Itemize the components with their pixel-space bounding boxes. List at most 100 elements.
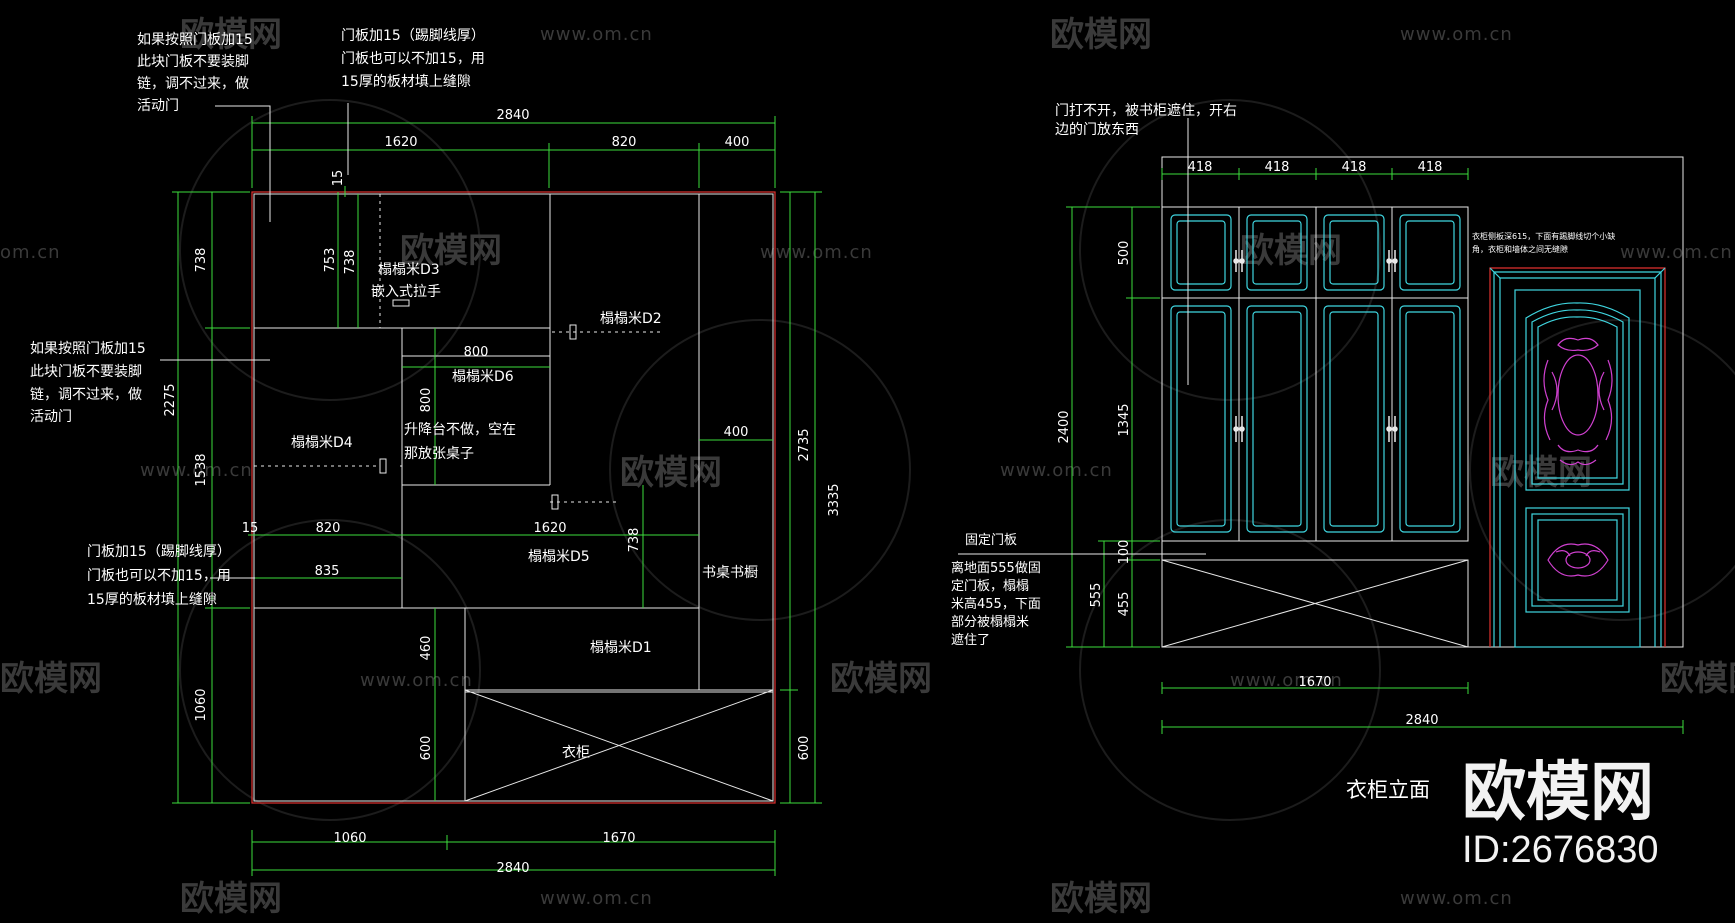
note-side-line-1: 衣柜侧板深615，下面有踢脚线切个小缺 <box>1472 231 1615 241</box>
dim-418-2: 418 <box>1265 160 1290 175</box>
watermark-brand: 欧模网 <box>1050 879 1152 919</box>
note-fixed-line-2: 定门板，榻榻 <box>951 579 1029 594</box>
dimension-lines <box>172 116 822 876</box>
note-1-line-3: 链，调不过来，做 <box>137 76 249 92</box>
dim-bottom-total: 2840 <box>496 861 529 876</box>
watermark-layer: 欧模网 www.om.cn 欧模网 www.om.cn om.cn 欧模网 ww… <box>0 15 1735 919</box>
watermark-url: www.om.cn <box>1000 460 1113 481</box>
dimension-lines-right <box>1066 168 1684 734</box>
brand-name: 欧模网 <box>1462 756 1654 828</box>
dim-455: 455 <box>1117 592 1132 617</box>
label-d6: 榻榻米D6 <box>452 369 514 385</box>
note-side-line-2: 角，衣柜和墙体之间无缝隙 <box>1472 244 1568 254</box>
upper-doors <box>1161 206 1469 542</box>
note-1-line-4: 活动门 <box>137 98 179 114</box>
dim-1670: 1670 <box>1298 675 1331 690</box>
note-fixed-line-1: 离地面555做固 <box>951 560 1041 576</box>
note-top-line-2: 边的门放东西 <box>1055 122 1139 138</box>
note-4-line-2: 门板也可以不加15，用 <box>87 568 231 584</box>
label-wardrobe: 衣柜 <box>562 745 590 761</box>
dim-418-4: 418 <box>1418 160 1443 175</box>
note-fixed-line-3: 米高455，下面 <box>951 596 1041 612</box>
dim-right-2735: 2735 <box>797 428 812 461</box>
watermark-brand: 欧模网 <box>1660 659 1735 699</box>
watermark-brand: 欧模网 <box>1490 453 1592 493</box>
label-lift-1: 升降台不做，空在 <box>404 422 516 438</box>
note-1-line-1: 如果按照门板加15 <box>137 32 253 48</box>
dim-left-738: 738 <box>194 248 209 273</box>
note-3-line-1: 如果按照门板加15 <box>30 341 146 357</box>
brand-id: ID:2676830 <box>1462 829 1659 871</box>
watermark-url: www.om.cn <box>1400 888 1513 909</box>
watermark-url: www.om.cn <box>540 24 653 45</box>
dim-800h: 800 <box>464 345 489 360</box>
dim-right-3335: 3335 <box>827 483 842 516</box>
label-pull: 嵌入式拉手 <box>371 284 441 300</box>
dim-835: 835 <box>315 564 340 579</box>
note-1-line-2: 此块门板不要装脚 <box>137 54 249 70</box>
dim-right-600: 600 <box>797 736 812 761</box>
cabinet-lines <box>253 193 774 802</box>
note-3-line-2: 此块门板不要装脚 <box>30 364 142 380</box>
watermark-brand: 欧模网 <box>180 15 282 55</box>
leader-lines-right <box>958 118 1206 555</box>
dim-left-2275: 2275 <box>163 383 178 416</box>
note-fixed-title: 固定门板 <box>965 533 1017 548</box>
watermark-brand: 欧模网 <box>0 659 102 699</box>
dim-2840: 2840 <box>1405 713 1438 728</box>
note-4-line-1: 门板加15（踢脚线厚） <box>87 544 231 560</box>
watermark-brand: 欧模网 <box>1050 15 1152 55</box>
elevation-caption: 衣柜立面 <box>1346 778 1430 802</box>
right-elevation: 418 418 418 418 500 2400 1345 100 555 45… <box>951 102 1684 802</box>
label-d3: 榻榻米D3 <box>378 262 440 278</box>
fixed-panel <box>1161 559 1469 648</box>
dim-400: 400 <box>724 425 749 440</box>
dim-753: 753 <box>323 248 338 273</box>
dim-100: 100 <box>1117 540 1132 565</box>
watermark-brand: 欧模网 <box>830 659 932 699</box>
label-d1: 榻榻米D1 <box>590 640 652 656</box>
dim-top-a: 1620 <box>384 135 417 150</box>
dim-500: 500 <box>1117 241 1132 266</box>
dim-top-b: 820 <box>612 135 637 150</box>
watermark-brand: 欧模网 <box>180 879 282 919</box>
dim-2400: 2400 <box>1057 410 1072 443</box>
dim-1345: 1345 <box>1117 403 1132 436</box>
dim-800v: 800 <box>419 388 434 413</box>
note-fixed-line-4: 部分被榻榻米 <box>951 615 1029 630</box>
annotation-notes: 如果按照门板加15 此块门板不要装脚 链，调不过来，做 活动门 门板加15（踢脚… <box>30 28 485 608</box>
watermark-url: www.om.cn <box>360 670 473 691</box>
brand-block: 欧模网 ID:2676830 <box>1462 756 1659 871</box>
outer-outline <box>251 191 776 804</box>
door-carving <box>1543 337 1613 577</box>
note-top-line-1: 门打不开，被书柜遮住，开右 <box>1055 102 1237 119</box>
dim-600: 600 <box>419 736 434 761</box>
annotation-notes-right: 门打不开，被书柜遮住，开右 边的门放东西 固定门板 离地面555做固 定门板，榻… <box>951 102 1615 648</box>
watermark-brand: 欧模网 <box>400 231 502 271</box>
label-d4: 榻榻米D4 <box>291 435 353 451</box>
label-lift-2: 那放张桌子 <box>404 446 474 462</box>
note-3-line-4: 活动门 <box>30 409 72 425</box>
label-desk: 书桌书橱 <box>702 565 758 581</box>
watermark-url: om.cn <box>0 242 61 263</box>
dim-15-top: 15 <box>331 170 346 187</box>
dim-418-1: 418 <box>1188 160 1213 175</box>
watermark-url: www.om.cn <box>1620 242 1733 263</box>
watermark-brand: 欧模网 <box>620 453 722 493</box>
dimension-text-right: 418 418 418 418 500 2400 1345 100 555 45… <box>1057 160 1442 728</box>
watermark-url: www.om.cn <box>1400 24 1513 45</box>
dim-418-3: 418 <box>1342 160 1367 175</box>
note-4-line-3: 15厚的板材填上缝隙 <box>87 592 217 608</box>
note-2-line-2: 门板也可以不加15，用 <box>341 51 485 67</box>
watermark-url: www.om.cn <box>1230 670 1343 691</box>
compartment-labels: 榻榻米D3 嵌入式拉手 榻榻米D2 榻榻米D6 升降台不做，空在 那放张桌子 榻… <box>291 262 758 761</box>
note-3-line-3: 链，调不过来，做 <box>30 387 142 403</box>
dim-738c: 738 <box>627 528 642 553</box>
room-door <box>1489 267 1666 648</box>
dim-820: 820 <box>316 521 341 536</box>
watermark-url: www.om.cn <box>540 888 653 909</box>
dim-460: 460 <box>419 636 434 661</box>
label-d2: 榻榻米D2 <box>600 311 662 327</box>
dim-left-1538: 1538 <box>194 453 209 486</box>
